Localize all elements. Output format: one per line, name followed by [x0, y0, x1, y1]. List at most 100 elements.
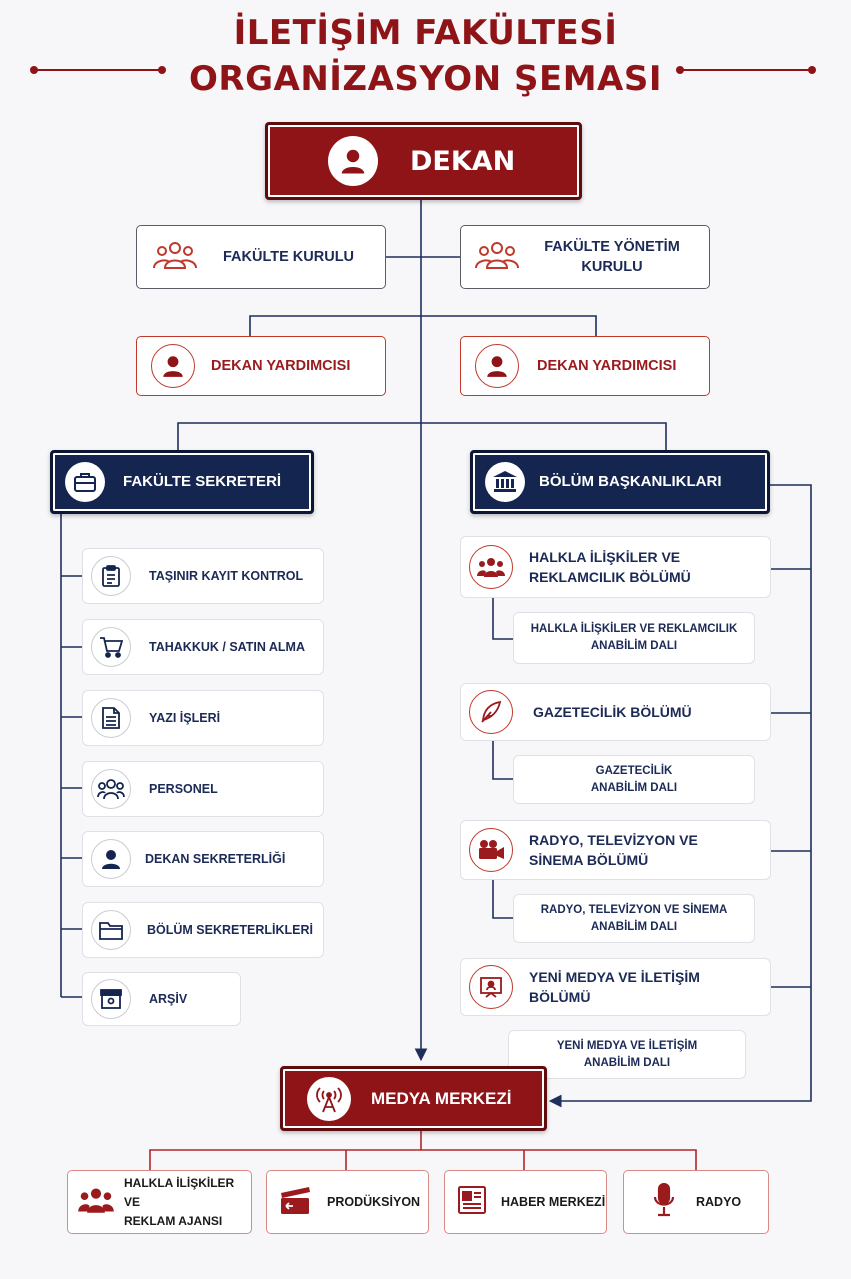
unit-label: PERSONEL: [149, 782, 218, 796]
chart-title-line2: ORGANİZASYON ŞEMASI: [189, 59, 662, 99]
group-icon: [153, 240, 197, 275]
people-icon: [91, 769, 131, 809]
bolum-baskanliklari-box[interactable]: BÖLÜM BAŞKANLIKLARI: [470, 450, 770, 514]
unit-bolum-sekreterlikleri[interactable]: BÖLÜM SEKRETERLİKLERİ: [82, 902, 324, 958]
unit-arsiv[interactable]: ARŞİV: [82, 972, 241, 1026]
medya-merkezi-label: MEDYA MERKEZİ: [371, 1088, 512, 1108]
unit-label: ARŞİV: [149, 992, 188, 1006]
fakulte-yonetim-kurulu-label: FAKÜLTE YÖNETİM KURULU: [537, 237, 687, 277]
bolum-label-line2: REKLAMCILIK BÖLÜMÜ: [529, 569, 691, 585]
medya-unit-haber-merkezi[interactable]: HABER MERKEZİ: [444, 1170, 607, 1234]
unit-label: YAZI İŞLERİ: [149, 711, 221, 725]
anabilim-label-line1: GAZETECİLİK: [595, 764, 673, 777]
anabilim-label: YENİ MEDYA VE İLETİŞİM ANABİLİM DALI: [557, 1038, 697, 1072]
anabilim-label: GAZETECİLİK ANABİLİM DALI: [591, 763, 677, 797]
title-decoration-right: [676, 66, 816, 74]
fakulte-sekreteri-box[interactable]: FAKÜLTE SEKRETERİ: [50, 450, 314, 514]
clipboard-icon: [91, 556, 131, 596]
medya-unit-label: HABER MERKEZİ: [501, 1195, 606, 1209]
unit-personel[interactable]: PERSONEL: [82, 761, 324, 817]
cart-icon: [91, 627, 131, 667]
dekan-yardimcisi-label: DEKAN YARDIMCISI: [537, 358, 677, 374]
fakulte-yonetim-kurulu-box[interactable]: FAKÜLTE YÖNETİM KURULU: [460, 225, 710, 289]
medya-unit-reklam-ajansi[interactable]: HALKLA İLİŞKİLER VE REKLAM AJANSI: [67, 1170, 252, 1234]
folder-icon: [91, 910, 131, 950]
unit-label: BÖLÜM SEKRETERLİKLERİ: [147, 923, 313, 937]
bolum-baskanliklari-label: BÖLÜM BAŞKANLIKLARI: [539, 473, 722, 490]
group-icon: [475, 240, 519, 275]
medya-unit-label: HALKLA İLİŞKİLER VE REKLAM AJANSI: [124, 1174, 251, 1231]
institution-icon: [485, 462, 525, 502]
person-icon: [151, 344, 195, 388]
anabilim-label-line2: ANABİLİM DALI: [590, 920, 678, 933]
people-icon: [469, 545, 513, 589]
anabilim-label: HALKLA İLİŞKİLER VE REKLAMCILIK ANABİLİM…: [531, 621, 738, 655]
fakulte-kurulu-box[interactable]: FAKÜLTE KURULU: [136, 225, 386, 289]
unit-tahakkuk-satin-alma[interactable]: TAHAKKUK / SATIN ALMA: [82, 619, 324, 675]
medya-unit-label: PRODÜKSİYON: [327, 1195, 421, 1209]
dekan-label: DEKAN: [410, 145, 516, 177]
fakulte-yonetim-kurulu-label-line1: FAKÜLTE YÖNETİM: [544, 239, 680, 255]
anabilim-label-line1: YENİ MEDYA VE İLETİŞİM: [556, 1039, 698, 1052]
person-icon: [475, 344, 519, 388]
dekan-yardimcisi-box-left[interactable]: DEKAN YARDIMCISI: [136, 336, 386, 396]
bolum-label: YENİ MEDYA VE İLETİŞİM BÖLÜMÜ: [529, 967, 700, 1007]
bolum-yeni-medya-iletisim[interactable]: YENİ MEDYA VE İLETİŞİM BÖLÜMÜ: [460, 958, 771, 1016]
chart-title-line1: İLETİŞİM FAKÜLTESİ: [233, 13, 618, 53]
fakulte-sekreteri-label: FAKÜLTE SEKRETERİ: [123, 473, 282, 490]
bolum-label: RADYO, TELEVİZYON VE SİNEMA BÖLÜMÜ: [529, 830, 698, 870]
document-icon: [91, 698, 131, 738]
person-icon: [91, 839, 131, 879]
microphone-icon: [652, 1182, 676, 1222]
bolum-halkla-iliskiler[interactable]: HALKLA İLİŞKİLER VE REKLAMCILIK BÖLÜMÜ: [460, 536, 771, 598]
quill-icon: [469, 690, 513, 734]
bolum-label-line1: RADYO, TELEVİZYON VE: [529, 832, 698, 848]
person-icon: [328, 136, 378, 186]
people-icon: [78, 1186, 114, 1219]
fakulte-kurulu-label: FAKÜLTE KURULU: [223, 249, 355, 265]
bolum-label-line1: HALKLA İLİŞKİLER VE: [529, 549, 681, 565]
dekan-yardimcisi-box-right[interactable]: DEKAN YARDIMCISI: [460, 336, 710, 396]
dekan-yardimcisi-label: DEKAN YARDIMCISI: [211, 358, 351, 374]
anabilim-halkla-iliskiler[interactable]: HALKLA İLİŞKİLER VE REKLAMCILIK ANABİLİM…: [513, 612, 755, 664]
newspaper-icon: [457, 1185, 487, 1220]
unit-tasinir-kayit-kontrol[interactable]: TAŞINIR KAYIT KONTROL: [82, 548, 324, 604]
anabilim-label-line2: ANABİLİM DALI: [583, 1056, 671, 1069]
bolum-label-line2: BÖLÜMÜ: [529, 989, 591, 1005]
medya-unit-label-line2: REKLAM AJANSI: [124, 1213, 223, 1228]
presentation-icon: [469, 965, 513, 1009]
bolum-label-line2: SİNEMA BÖLÜMÜ: [529, 852, 649, 868]
anabilim-radyo-televizyon-sinema[interactable]: RADYO, TELEVİZYON VE SİNEMA ANABİLİM DAL…: [513, 894, 755, 943]
anabilim-label-line2: ANABİLİM DALI: [590, 781, 678, 794]
anabilim-yeni-medya-iletisim[interactable]: YENİ MEDYA VE İLETİŞİM ANABİLİM DALI: [508, 1030, 746, 1079]
clapperboard-icon: [279, 1185, 311, 1220]
medya-merkezi-box[interactable]: MEDYA MERKEZİ: [280, 1066, 547, 1131]
bolum-radyo-televizyon-sinema[interactable]: RADYO, TELEVİZYON VE SİNEMA BÖLÜMÜ: [460, 820, 771, 880]
medya-unit-produksiyon[interactable]: PRODÜKSİYON: [266, 1170, 429, 1234]
medya-unit-label: RADYO: [696, 1195, 742, 1209]
video-camera-icon: [469, 828, 513, 872]
unit-label: TAŞINIR KAYIT KONTROL: [149, 569, 304, 583]
unit-dekan-sekreterligi[interactable]: DEKAN SEKRETERLİĞİ: [82, 831, 324, 887]
bolum-gazetecilik[interactable]: GAZETECİLİK BÖLÜMÜ: [460, 683, 771, 741]
broadcast-tower-icon: [307, 1076, 351, 1121]
dekan-box[interactable]: DEKAN: [265, 122, 582, 200]
fakulte-yonetim-kurulu-label-line2: KURULU: [581, 259, 643, 275]
title-decoration-left: [30, 66, 166, 74]
anabilim-label-line1: HALKLA İLİŞKİLER VE REKLAMCILIK: [530, 623, 738, 635]
bolum-label: GAZETECİLİK BÖLÜMÜ: [533, 704, 692, 720]
anabilim-label-line2: ANABİLİM DALI: [590, 640, 678, 652]
bolum-label: HALKLA İLİŞKİLER VE REKLAMCILIK BÖLÜMÜ: [529, 547, 691, 587]
medya-unit-label-line1: HALKLA İLİŞKİLER VE: [124, 1175, 235, 1209]
archive-box-icon: [91, 979, 131, 1019]
unit-label: TAHAKKUK / SATIN ALMA: [149, 640, 305, 654]
anabilim-label: RADYO, TELEVİZYON VE SİNEMA ANABİLİM DAL…: [541, 902, 728, 936]
briefcase-icon: [65, 462, 105, 502]
unit-yazi-isleri[interactable]: YAZI İŞLERİ: [82, 690, 324, 746]
medya-unit-radyo[interactable]: RADYO: [623, 1170, 769, 1234]
anabilim-label-line1: RADYO, TELEVİZYON VE SİNEMA: [540, 903, 728, 916]
bolum-label-line1: YENİ MEDYA VE İLETİŞİM: [529, 969, 700, 985]
anabilim-gazetecilik[interactable]: GAZETECİLİK ANABİLİM DALI: [513, 755, 755, 804]
unit-label: DEKAN SEKRETERLİĞİ: [145, 852, 286, 866]
